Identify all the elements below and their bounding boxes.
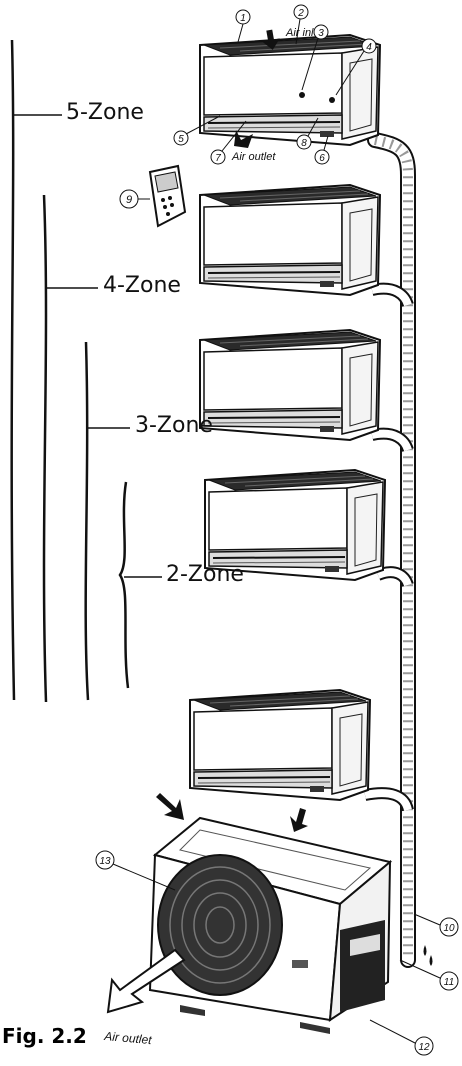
indoor-unit-1: [199, 34, 381, 146]
svg-text:7: 7: [215, 153, 221, 164]
callout-5: 5: [173, 115, 221, 146]
callout-8: 8: [296, 117, 319, 150]
svg-text:12: 12: [418, 1042, 430, 1053]
zone-label-5: 5-Zone: [66, 100, 144, 125]
zone-label-2: 2-Zone: [166, 562, 244, 587]
water-drop-icon: [423, 945, 427, 956]
svg-text:5: 5: [178, 134, 184, 145]
outdoor-inlet-arrow-left-icon: [156, 793, 184, 820]
bracket-2-zone: [118, 481, 130, 689]
svg-text:10: 10: [443, 923, 455, 934]
figure-caption: Fig. 2.2: [2, 1024, 87, 1048]
callout-11: 11: [399, 959, 459, 991]
svg-text:4: 4: [366, 42, 372, 53]
svg-text:2: 2: [297, 8, 304, 19]
callout-1: 1: [235, 9, 251, 43]
indoor-unit-5: [189, 689, 371, 801]
callout-4: 4: [329, 38, 377, 103]
svg-text:11: 11: [444, 977, 454, 988]
zone-label-3: 3-Zone: [135, 413, 213, 438]
callout-9: 9: [119, 189, 150, 209]
bracket-5-zone: [10, 39, 16, 701]
svg-text:9: 9: [126, 194, 132, 206]
callout-12: 12: [369, 1019, 434, 1056]
indoor-unit-3: [199, 329, 381, 441]
outdoor-inlet-arrow-right-icon: [290, 808, 308, 832]
svg-text:6: 6: [319, 153, 325, 164]
outdoor-unit: [148, 816, 393, 1034]
water-drop-icon: [429, 955, 433, 966]
remote-control: [148, 164, 187, 228]
bracket-3-zone: [84, 341, 90, 701]
outdoor-air-outlet-label: Air outlet: [103, 1029, 153, 1047]
callout-13: 13: [95, 850, 176, 891]
zone-label-4: 4-Zone: [103, 273, 181, 298]
callout-7: 7: [210, 120, 247, 165]
svg-text:13: 13: [99, 856, 111, 867]
callout-10: 10: [413, 913, 459, 937]
air-outlet-indoor-label: Air outlet: [231, 151, 276, 163]
callout-6: 6: [314, 135, 330, 165]
svg-text:8: 8: [301, 138, 307, 149]
fan-grille: [157, 854, 283, 996]
callout-2: 2: [293, 4, 309, 45]
svg-text:3: 3: [318, 28, 324, 39]
indoor-unit-2: [199, 184, 381, 296]
bracket-4-zone: [42, 194, 48, 703]
outdoor-air-outlet-arrow-icon: [106, 948, 186, 1014]
callout-3: 3: [299, 24, 329, 98]
svg-text:1: 1: [240, 13, 246, 24]
air-outlet-indoor-arrow-icon: [234, 130, 253, 148]
air-inlet-arrow-icon: [262, 29, 280, 50]
